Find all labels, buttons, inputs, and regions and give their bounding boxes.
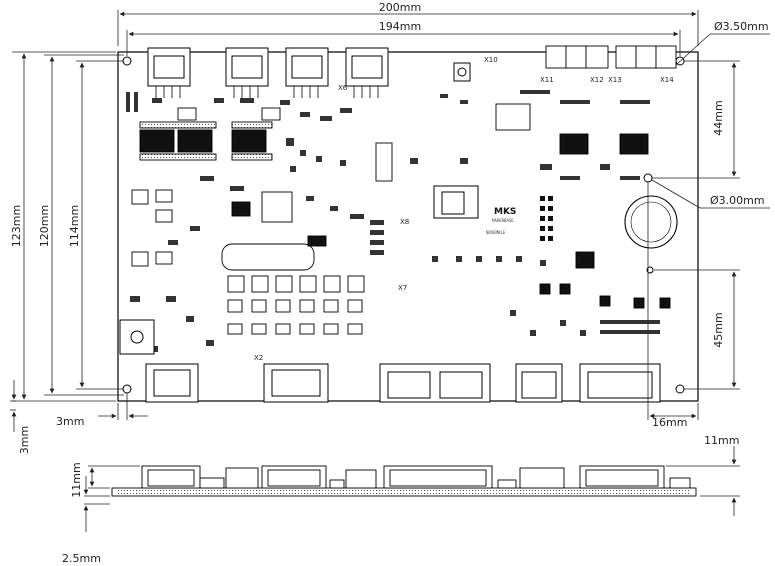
- x12-label: X12: [590, 76, 604, 84]
- side-connector-4: [345, 469, 377, 489]
- dim-overall-height: 123mm: [10, 205, 23, 247]
- driver-chips: [139, 107, 281, 161]
- dim-side-right-height: 11mm: [704, 434, 739, 447]
- side-connector-2: [225, 467, 259, 489]
- x14-label: X14: [660, 76, 674, 84]
- dim-hole-span-height-a: 120mm: [38, 205, 51, 247]
- side-connector-6: [519, 467, 565, 489]
- right-chips: [495, 103, 671, 309]
- mosfet-row: [227, 275, 365, 335]
- dim-board-thickness: 2.5mm: [62, 552, 101, 565]
- mount-hole-br: [675, 384, 685, 394]
- dim-bottom-offset: 3mm: [18, 426, 31, 454]
- x7-label: X7: [398, 284, 407, 292]
- coin-battery: [624, 195, 678, 249]
- mount-hole-tl: [122, 56, 132, 66]
- x10-label: X10: [484, 56, 498, 64]
- sd-card-slot: [433, 185, 479, 219]
- top-view: X11 X12 X13 X14 X10: [117, 45, 699, 403]
- inductor: [261, 191, 293, 223]
- pcb-outline: [117, 51, 699, 402]
- dim-overall-width: 200mm: [379, 1, 421, 14]
- dimensions-top: [10, 10, 770, 432]
- x6-label: X6: [338, 84, 348, 92]
- top-connectors: [147, 47, 389, 98]
- dim-right-bottom-offset: 45mm: [712, 312, 725, 347]
- pin-header-grid: [540, 196, 553, 241]
- x13-label: X13: [608, 76, 622, 84]
- bottom-connectors: [145, 363, 661, 403]
- crystal-outline: [221, 243, 315, 271]
- dim-right-top-offset: 44mm: [712, 100, 725, 135]
- dim-mount-hole-diameter: Ø3.50mm: [714, 20, 769, 33]
- pin-header-vertical: [375, 142, 393, 182]
- dim-hole-span-height-b: 114mm: [68, 205, 81, 247]
- mount-hole-bl: [122, 384, 132, 394]
- dim-right-offset: 16mm: [652, 416, 687, 429]
- side-view: [111, 465, 697, 497]
- x8-label: X8: [400, 218, 409, 226]
- dim-small-hole-diameter: Ø3.00mm: [710, 194, 765, 207]
- brand-sub: MAKERBASE: [492, 218, 514, 223]
- x2-label: X2: [254, 354, 263, 362]
- left-dc-jack: [119, 319, 155, 355]
- x11-label: X11: [540, 76, 554, 84]
- dimensions-side: [83, 446, 740, 532]
- dim-left-offset: 3mm: [56, 415, 84, 428]
- brand-logo: MKS: [494, 207, 516, 217]
- top-right-connectors: [545, 45, 677, 69]
- small-hole-2: [646, 266, 654, 274]
- model-text: NOVEMBLE: [486, 230, 506, 235]
- small-hole: [643, 173, 653, 183]
- dim-side-height: 11mm: [70, 462, 83, 497]
- dim-hole-span-width: 194mm: [379, 20, 421, 33]
- smd-components: [126, 90, 660, 352]
- center-parts: [131, 142, 393, 271]
